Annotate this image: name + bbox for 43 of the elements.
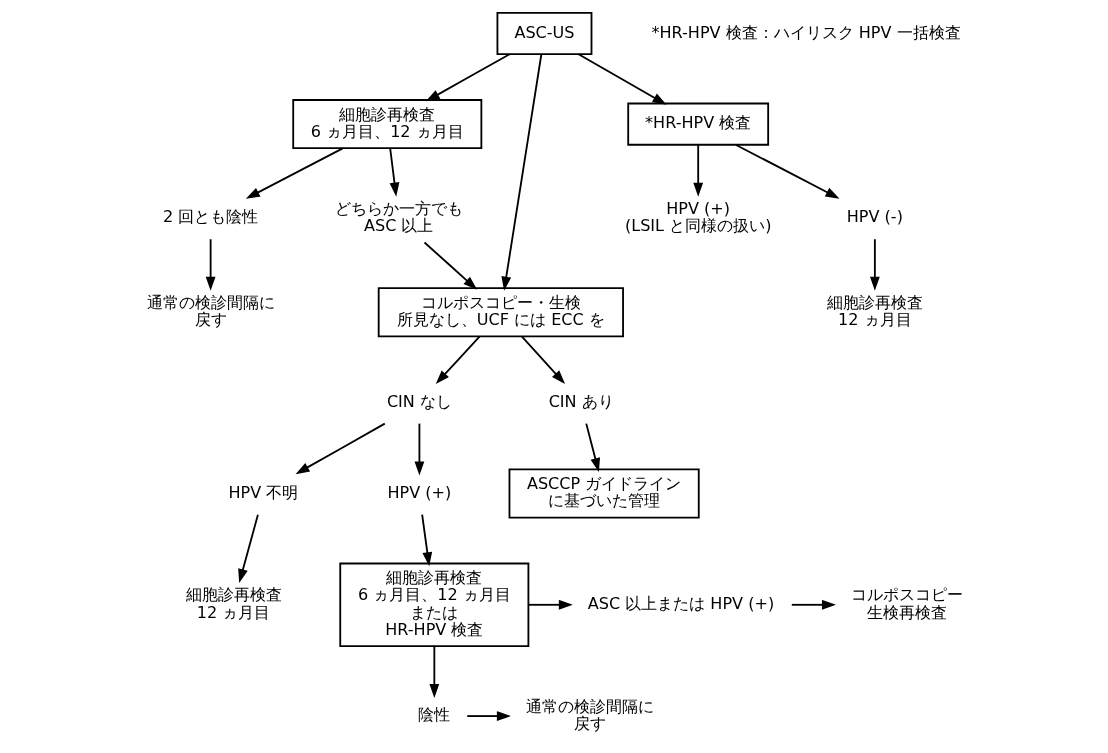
node-box: コルポスコピー・生検 所見なし、UCF には ECC を [377,287,624,338]
node-text: コルポスコピー 生検再検査 [850,585,963,622]
node-box: 細胞診再検査 6 ヵ月目、12 ヵ月目 [291,99,482,150]
node-text: CIN なし [386,392,452,412]
node-box: 細胞診再検査 6 ヵ月目、12 ヵ月目 または HR-HPV 検査 [338,562,529,647]
node-box: ASC-US [496,11,592,56]
arrow [435,335,480,384]
node-text: HPV (+) [387,482,451,502]
arrow [388,147,399,197]
node-text: HPV (-) [846,207,903,227]
arrow [295,422,386,475]
arrow [425,53,510,102]
arrow [869,238,880,291]
arrow [465,711,511,721]
node-text: HPV 不明 [227,482,298,502]
node-text: HPV (+) (LSIL と同様の扱い) [624,198,771,236]
node-text: CIN あり [548,392,614,412]
arrow [577,53,667,105]
arrow [245,147,344,199]
arrow [428,645,439,699]
arrow [692,144,703,197]
arrow [414,422,424,476]
node-text: 通常の検診間隔に 戻す [525,696,654,733]
arrow [237,513,259,584]
arrow [734,144,839,199]
node-text: どちらか一方でも ASC 以上 [334,198,463,236]
arrow [500,53,542,291]
node-text: 陰性 [417,705,450,725]
node-box: ASCCP ガイドライン に基づいた管理 [508,468,700,519]
arrow [420,513,432,567]
arrow [790,599,836,610]
node-text: 2 回とも陰性 [162,207,258,227]
arrow [205,238,216,291]
arrow [423,241,477,290]
node-text: 細胞診再検査 12 ヵ月目 [826,292,923,330]
node-text: ASC 以上または HPV (+) [587,594,774,614]
label: *HR-HPV 検査：ハイリスク HPV 一括検査 [650,22,961,42]
node-text: 細胞診再検査 12 ヵ月目 [185,585,282,622]
node-box: *HR-HPV 検査 [626,102,769,146]
arrow [520,335,565,385]
arrow [584,422,600,473]
node-text: 通常の検診間隔に 戻す [146,292,275,330]
arrow [527,599,573,610]
